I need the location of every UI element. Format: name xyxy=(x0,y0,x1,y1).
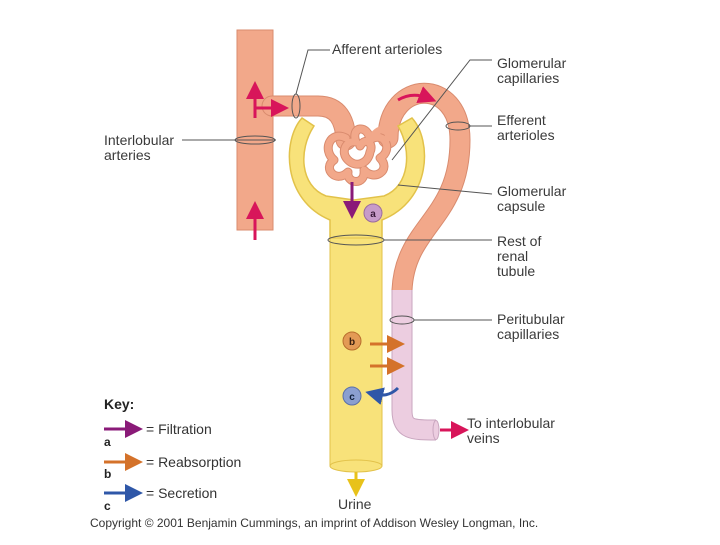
key-reabsorption-letter: b xyxy=(104,467,112,481)
marker-c-letter: c xyxy=(349,392,355,403)
copyright-notice: Copyright © 2001 Benjamin Cummings, an i… xyxy=(90,516,539,530)
interlobular-artery xyxy=(236,29,274,231)
marker-b-letter: b xyxy=(349,337,355,348)
tubule-end xyxy=(329,459,383,473)
marker-a-letter: a xyxy=(370,209,376,220)
label-peritubular-capillaries: Peritubular capillaries xyxy=(497,311,565,342)
secretion-arrow xyxy=(365,386,400,405)
renal-tubule xyxy=(329,237,383,467)
label-rest-of-renal-tubule: Rest of renal tubule xyxy=(497,233,542,279)
label-interlobular-arteries: Interlobular arteries xyxy=(104,132,175,163)
marker-a-disc xyxy=(363,203,383,223)
blood-flow-arrow-efferent xyxy=(397,86,437,104)
key-filtration-letter: a xyxy=(104,435,111,449)
marker-b-disc xyxy=(342,331,362,351)
key-title: Key: xyxy=(104,396,135,412)
marker-c-disc xyxy=(342,386,362,406)
label-to-interlobular-veins: To interlobular veins xyxy=(467,415,555,446)
label-glomerular-capsule: Glomerular capsule xyxy=(497,183,567,214)
label-urine: Urine xyxy=(338,496,372,512)
label-efferent-arterioles: Efferent arterioles xyxy=(497,112,555,143)
label-glomerular-capillaries: Glomerular capillaries xyxy=(497,55,567,86)
glomerular-capsule xyxy=(288,117,426,241)
key-reabsorption-text: = Reabsorption xyxy=(146,454,242,470)
leader-lines xyxy=(182,49,493,321)
label-afferent-arterioles: Afferent arterioles xyxy=(332,41,443,57)
vein-opening xyxy=(432,420,440,440)
key-secretion-text: = Secretion xyxy=(146,485,218,501)
key-secretion-letter: c xyxy=(104,499,111,513)
key-filtration-text: = Filtration xyxy=(146,421,212,437)
